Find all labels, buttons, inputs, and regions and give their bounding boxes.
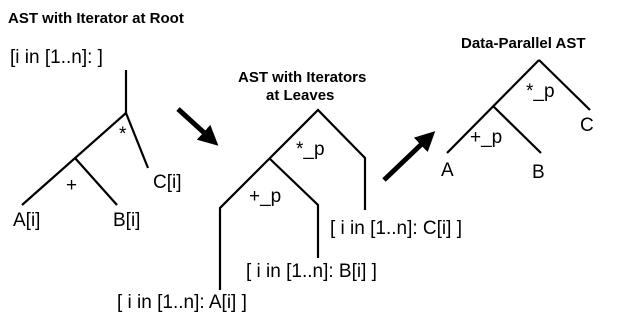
root-right-edge	[124, 112, 150, 169]
parallel-leaf-c: C	[580, 115, 594, 136]
root-add-right-edge	[74, 157, 118, 206]
leaves-iter-b: [ i in [1..n]: B[i] ]	[246, 261, 377, 282]
title-iterator-at-root: AST with Iterator at Root	[8, 10, 184, 27]
parallel-add-op: +_p	[470, 127, 502, 148]
root-tree-edges	[21, 70, 150, 206]
root-leaf-b: B[i]	[113, 210, 140, 231]
leaves-add-right-edge	[268, 157, 320, 258]
transform-arrow-2	[382, 131, 436, 182]
leaves-mul-op: *_p	[296, 139, 325, 160]
leaves-iter-c: [ i in [1..n]: C[i] ]	[330, 218, 462, 239]
root-left-edge	[21, 112, 127, 206]
title-iterators-at-leaves-line1: AST with Iterators	[238, 69, 366, 86]
root-add-op: +	[66, 175, 77, 196]
parallel-add-right-edge	[492, 105, 542, 154]
title-iterators-at-leaves-line2: at Leaves	[266, 87, 334, 104]
leaves-tree-edges	[218, 108, 367, 290]
root-mul-op: *	[119, 124, 127, 145]
root-leaf-a: A[i]	[13, 210, 40, 231]
parallel-leaf-b: B	[532, 162, 545, 183]
transform-arrow-1	[176, 107, 219, 146]
leaves-outer-edge	[218, 108, 367, 290]
parallel-leaf-a: A	[441, 160, 454, 181]
parallel-tree-edges	[446, 59, 591, 154]
leaves-add-op: +_p	[249, 186, 281, 207]
root-iterator-label: [i in [1..n]: ]	[10, 47, 103, 68]
root-leaf-c: C[i]	[153, 172, 182, 193]
title-data-parallel: Data-Parallel AST	[461, 35, 586, 52]
leaves-iter-a: [ i in [1..n]: A[i] ]	[117, 292, 247, 313]
parallel-right-edge	[538, 59, 591, 111]
parallel-mul-op: *_p	[526, 81, 555, 102]
